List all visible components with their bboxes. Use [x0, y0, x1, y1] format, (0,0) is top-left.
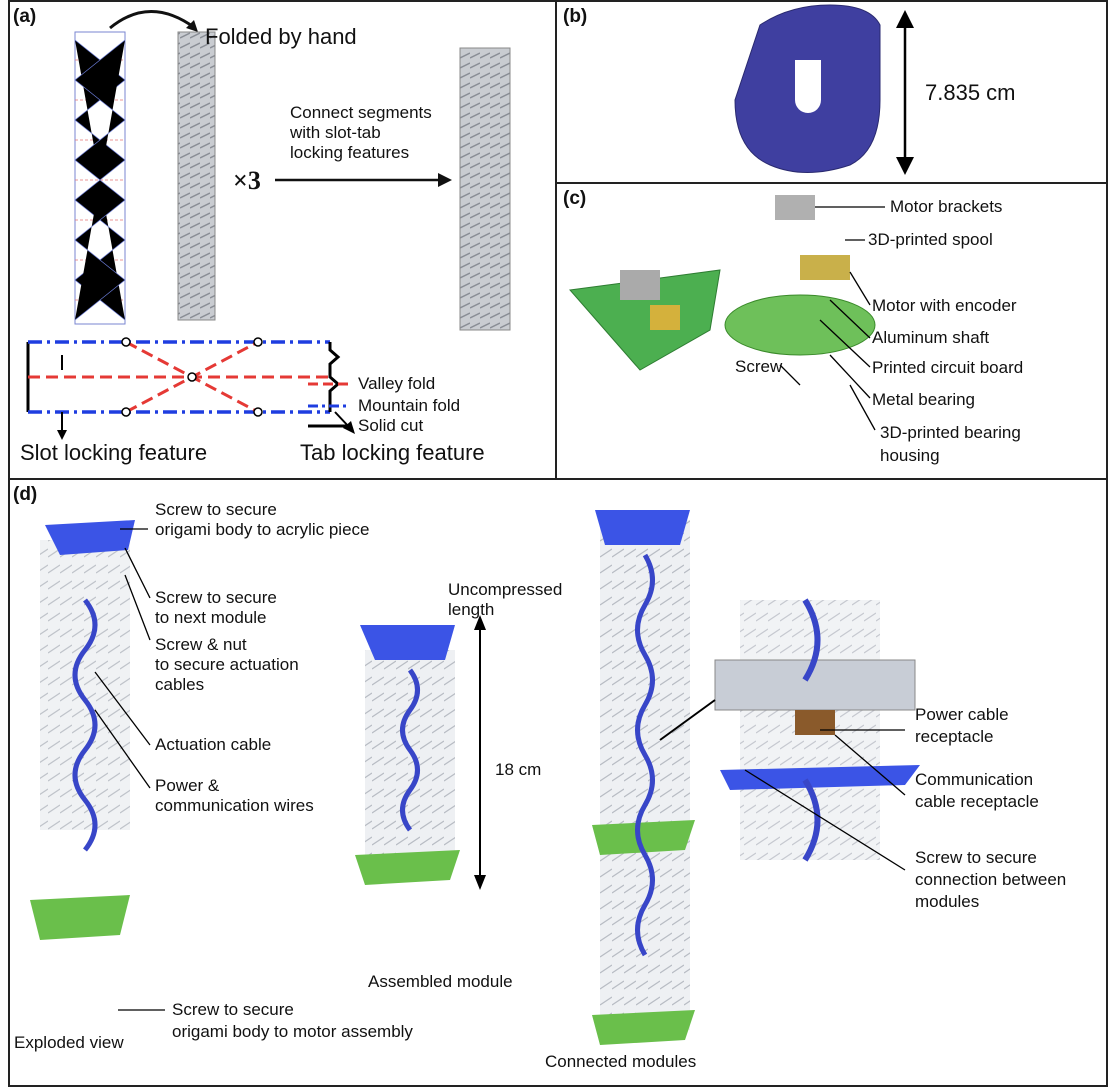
uncompressed-label-2: length	[448, 600, 495, 619]
legend-valley-label: Valley fold	[358, 374, 436, 393]
top-screw-label-1: Screw to secure	[155, 500, 277, 519]
label-bearing: Metal bearing	[872, 390, 976, 409]
screw-nut-label-3: cables	[155, 675, 205, 694]
label-housing-1: 3D-printed bearing	[880, 423, 1021, 442]
assembled-body	[365, 650, 455, 865]
panel-d-tag: (d)	[13, 484, 38, 505]
label-motor: Motor with encoder	[872, 296, 1017, 315]
pcb-exploded	[724, 294, 876, 356]
slot-feature-label: Slot locking feature	[20, 440, 208, 465]
label-motor-brackets: Motor brackets	[890, 197, 1003, 216]
folded-segment	[177, 31, 216, 321]
times-three-label: ×3	[233, 166, 261, 195]
tab-feature-label: Tab locking feature	[300, 440, 485, 465]
bottom-screw-label-2: origami body to motor assembly	[172, 1022, 413, 1041]
folded-by-hand-label: Folded by hand	[205, 24, 357, 49]
panel-a-tag: (a)	[13, 6, 37, 27]
label-screw: Screw	[735, 357, 783, 376]
assembled-module-label: Assembled module	[368, 972, 513, 991]
connect-label-3: locking features	[290, 143, 410, 162]
wires-label-2: communication wires	[155, 796, 314, 815]
wires-label-1: Power &	[155, 776, 220, 795]
connect-label-1: Connect segments	[290, 103, 432, 122]
label-pcb: Printed circuit board	[872, 358, 1024, 377]
connected-segments	[459, 47, 511, 331]
connected-modules-label: Connected modules	[545, 1052, 697, 1071]
connection-screw-label-2: connection between	[915, 870, 1067, 889]
pcb-assembled	[569, 269, 721, 371]
exploded-motor-assembly	[30, 895, 130, 940]
actuation-cable-label: Actuation cable	[155, 735, 272, 754]
connection-screw-label-1: Screw to secure	[915, 848, 1037, 867]
fold-arrow	[109, 10, 196, 30]
length-label: 18 cm	[495, 760, 542, 779]
legend-cut-label: Solid cut	[358, 416, 424, 435]
label-spool: 3D-printed spool	[868, 230, 993, 249]
power-receptacle-label-1: Power cable	[915, 705, 1009, 724]
connected-body	[600, 520, 690, 1030]
next-module-label-2: to next module	[155, 608, 267, 627]
exploded-body	[40, 540, 130, 830]
crease-pattern	[74, 31, 126, 325]
actuation-cable	[72, 598, 98, 852]
connect-label-2: with slot-tab	[290, 123, 381, 142]
uncompressed-label-1: Uncompressed	[448, 580, 563, 599]
legend-mountain-label: Mountain fold	[358, 396, 461, 415]
panel-b-tag: (b)	[563, 6, 588, 27]
fold-pattern-detail	[26, 337, 355, 440]
exploded-top-plate	[45, 520, 135, 555]
panel-c-tag: (c)	[563, 188, 587, 209]
comm-receptacle-label-1: Communication	[915, 770, 1034, 789]
bottom-screw-label-1: Screw to secure	[172, 1000, 294, 1019]
screw-nut-label-1: Screw & nut	[155, 635, 247, 654]
leader-lines-d	[94, 528, 906, 1011]
leader-lines-c	[779, 206, 885, 431]
label-shaft: Aluminum shaft	[872, 328, 990, 347]
power-receptacle-label-2: receptacle	[915, 727, 994, 746]
label-housing-2: housing	[880, 446, 940, 465]
plate-width-label: 7.835 cm	[925, 80, 1016, 105]
exploded-view-label: Exploded view	[14, 1033, 124, 1052]
top-screw-label-2: origami body to acrylic piece	[155, 520, 370, 539]
screw-nut-label-2: to secure actuation	[155, 655, 299, 674]
connection-screw-label-3: modules	[915, 892, 980, 911]
comm-receptacle-label-2: cable receptacle	[915, 792, 1039, 811]
next-module-label-1: Screw to secure	[155, 588, 277, 607]
panel-d	[8, 478, 1108, 1087]
